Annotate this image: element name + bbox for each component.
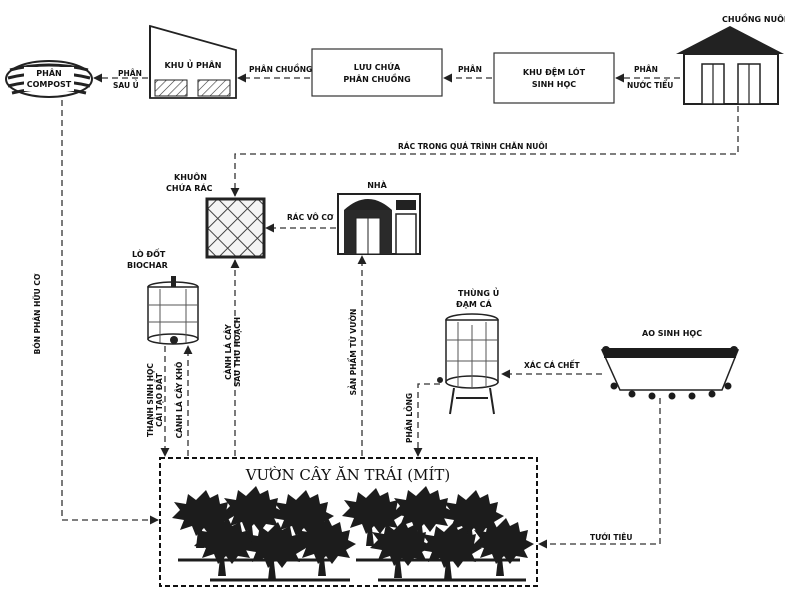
flow-label-canh-la-kho: CÀNH LÁ CÂY KHÔ [175,362,184,439]
flow-label-nuoc-tieu: NƯỚC TIỂU [627,80,673,90]
compost-shed-icon [149,24,237,99]
orchard-title: VƯỜN CÂY ĂN TRÁI (MÍT) [245,466,451,484]
flow-label-bon-phan: BÓN PHÂN HỮU CƠ [33,273,42,354]
flow-label-canh-la-1: CÀNH LÁ CÂY [224,324,233,380]
flow-label-rac-chan-nuoi: RÁC TRONG QUÁ TRÌNH CHĂN NUÔI [398,142,548,151]
flow-label-canh-la-2: SAU THU HOẠCH [233,317,242,387]
flow-barn-waste [230,106,739,197]
compost-label-2: COMPOST [27,80,72,89]
bedding-area-box [493,52,615,104]
flow-label-phan-chuong: PHÂN CHUỒNG [249,64,312,74]
compost-label-1: PHÂN [36,67,61,78]
bin-label-1: KHUÔN [174,171,207,182]
bio-pond-icon [600,346,740,400]
barn-label: CHUỒNG NUÔI [722,12,785,24]
flow-label-sau-u: SAU Ủ [113,80,139,90]
storage-label-2: PHÂN CHUỒNG [343,72,410,84]
house-icon [337,193,421,255]
biochar-kiln-icon [147,276,199,345]
waste-bin-icon [205,197,266,259]
tank-label-2: ĐẠM CÁ [456,298,493,309]
flow-label-phan-long: PHÂN LỎNG [404,393,414,443]
flow-label-rac-vo-co: RÁC VÔ CƠ [287,213,334,222]
flow-pond-irrigation [538,398,661,549]
barn-icon [676,26,784,105]
flow-tank-to-orchard [413,383,440,457]
flow-label-tuoi-tieu: TƯỚI TIÊU [590,533,632,542]
flow-compost-to-orchard [61,100,159,525]
compost-pile-icon [5,60,93,98]
compost-area-label: KHU Ủ PHÂN [165,58,222,70]
flow-label-than-1: THANH SINH HỌC [146,363,155,437]
bedding-label-1: KHU ĐỆM LÓT [523,66,586,77]
flow-label-phan-2: PHÂN [458,65,482,74]
kiln-label-1: LÒ ĐỐT [132,247,166,259]
manure-storage-box [311,48,443,97]
bin-label-2: CHỨA RÁC [166,182,213,193]
flow-label-than-2: CẢI TẠO ĐẤT [154,372,164,427]
pond-label: AO SINH HỌC [642,329,702,338]
house-label: NHÀ [367,179,387,190]
orchard-trees-icon [172,486,534,582]
kiln-label-2: BIOCHAR [127,261,168,270]
flow-label-phan-3: PHÂN [118,69,142,78]
bedding-label-2: SINH HỌC [532,80,576,89]
storage-label-1: LƯU CHỨA [354,61,401,72]
tank-label-1: THÙNG Ủ [458,286,499,298]
flow-label-san-pham: SẢN PHẨM TỪ VƯỜN [348,309,358,396]
flow-label-phan: PHÂN [634,65,658,74]
flow-label-xac-ca: XÁC CÁ CHẾT [524,360,581,370]
fish-fertilizer-tank-icon [437,313,499,415]
